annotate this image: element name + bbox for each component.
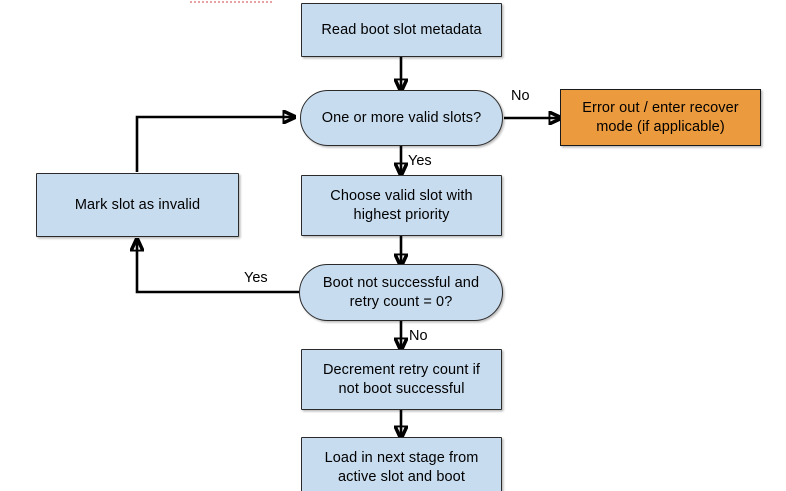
node-load-next-stage-label: Load in next stage from active slot and …	[324, 449, 479, 485]
node-choose-valid-slot[interactable]: Choose valid slot with highest priority	[301, 175, 502, 236]
node-decrement-retry-count-label: Decrement retry count if not boot succes…	[322, 361, 481, 397]
edge-label-valid-slots-yes: Yes	[408, 153, 432, 169]
link-retry-yes-to-mark-invalid	[137, 240, 299, 294]
dotted-rule-decoration	[190, 1, 272, 3]
node-boot-retry-decision-label: Boot not successful and retry count = 0?	[322, 274, 480, 310]
link-mark-invalid-to-valid	[135, 117, 294, 172]
node-mark-slot-as-invalid[interactable]: Mark slot as invalid	[36, 173, 239, 237]
node-one-or-more-valid-slots-label: One or more valid slots?	[321, 109, 482, 126]
node-mark-slot-as-invalid-label: Mark slot as invalid	[74, 196, 201, 213]
node-one-or-more-valid-slots-decision[interactable]: One or more valid slots?	[300, 90, 503, 146]
edge-label-retry-no: No	[409, 328, 428, 344]
edge-label-valid-slots-no: No	[511, 88, 530, 104]
node-read-boot-slot-metadata[interactable]: Read boot slot metadata	[301, 3, 502, 57]
edge-label-retry-yes: Yes	[244, 270, 268, 286]
node-error-out-recover-mode-label: Error out / enter recover mode (if appli…	[582, 99, 739, 135]
node-decrement-retry-count[interactable]: Decrement retry count if not boot succes…	[301, 349, 502, 410]
node-error-out-recover-mode[interactable]: Error out / enter recover mode (if appli…	[560, 89, 761, 146]
node-choose-valid-slot-label: Choose valid slot with highest priority	[330, 187, 473, 223]
node-load-next-stage[interactable]: Load in next stage from active slot and …	[301, 437, 502, 491]
node-read-boot-slot-metadata-label: Read boot slot metadata	[321, 21, 482, 38]
node-boot-retry-decision[interactable]: Boot not successful and retry count = 0?	[299, 264, 503, 321]
